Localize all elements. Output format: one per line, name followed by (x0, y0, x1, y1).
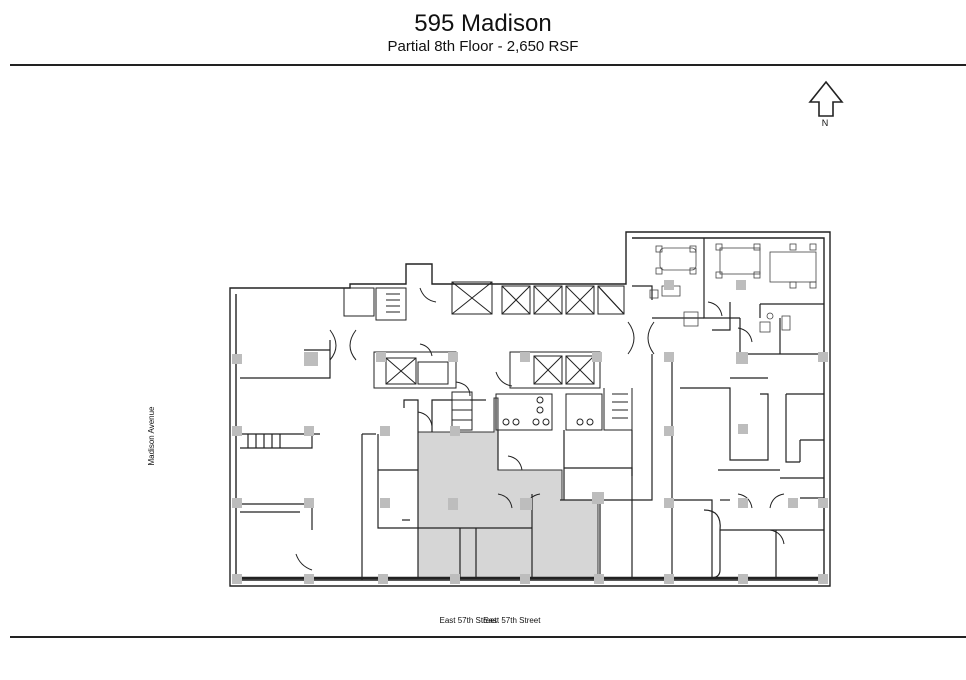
page-title: 595 Madison (414, 10, 552, 37)
furniture (649, 243, 817, 333)
street-label-57th-b: East 57th Street (483, 616, 541, 625)
elevator-core (343, 281, 633, 431)
north-arrow-icon (808, 80, 844, 117)
building-columns (232, 280, 828, 584)
north-label: N (821, 118, 829, 128)
top-rule (10, 64, 966, 66)
bottom-rule (10, 636, 966, 638)
highlighted-suite (417, 397, 599, 579)
street-label-57th: East 57th Street East 57th Street (390, 616, 590, 625)
page-subtitle: Partial 8th Floor - 2,650 RSF (387, 38, 579, 55)
street-label-57th-a: East 57th Street (439, 616, 497, 625)
door-swings (295, 287, 785, 571)
